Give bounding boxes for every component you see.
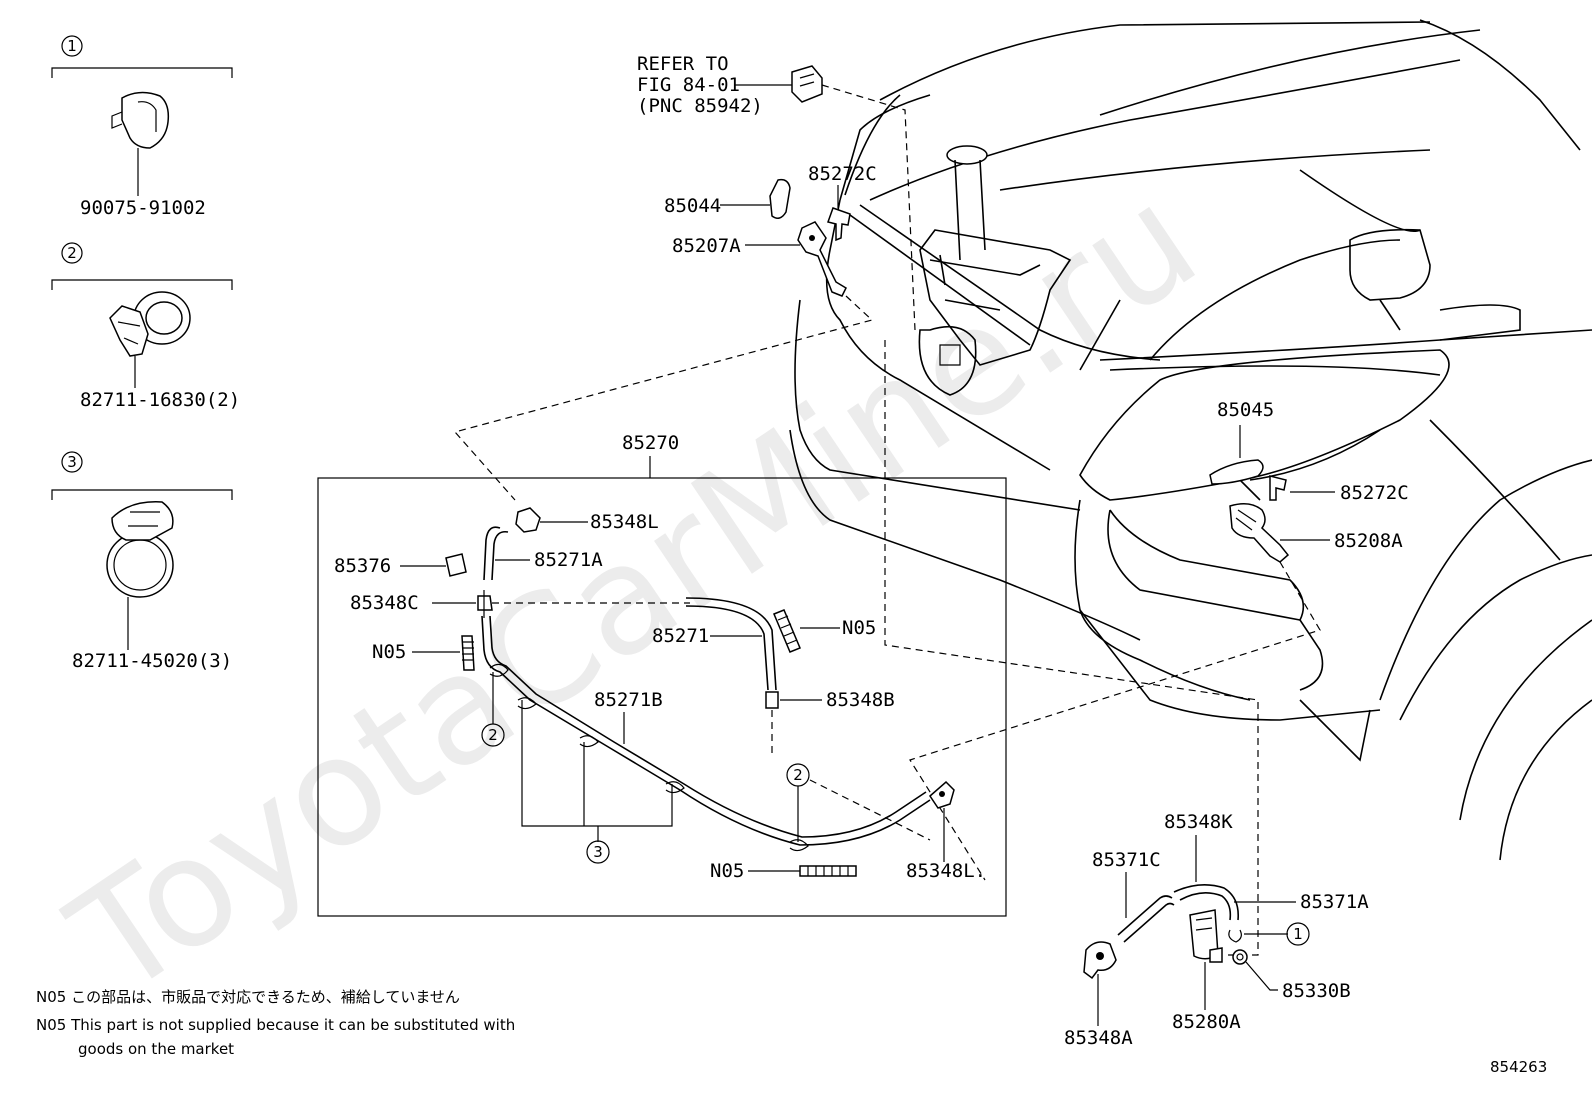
label-85044: 85044: [664, 195, 721, 217]
nozzle-parts-left: [453, 178, 874, 501]
legend-part-1: 90075-91002: [80, 197, 206, 219]
legend-index-3: 3: [67, 453, 77, 471]
reference-line2: FIG 84-01: [637, 74, 740, 96]
reference-connector: [735, 65, 916, 331]
reference-line1: REFER TO: [637, 53, 729, 75]
callout-2-left: 2: [488, 726, 498, 744]
label-85280a: 85280A: [1172, 1011, 1241, 1033]
label-85330b: 85330B: [1282, 980, 1351, 1002]
legend-item-2: 2 82711-16830(2): [51, 242, 240, 411]
label-85271a: 85271A: [534, 549, 603, 571]
label-85371a: 85371A: [1300, 891, 1369, 913]
label-85371c: 85371C: [1092, 849, 1161, 871]
note-en-line1: N05 This part is not supplied because it…: [36, 1016, 515, 1034]
label-85272c-top: 85272C: [808, 163, 877, 185]
label-85348a: 85348A: [1064, 1027, 1133, 1049]
assembly-box: [317, 477, 1007, 917]
label-85376: 85376: [334, 555, 391, 577]
label-n05-bottom: N05: [710, 860, 744, 882]
vehicle-outline: [789, 19, 1592, 861]
note-en-line2: goods on the market: [78, 1040, 234, 1058]
label-85208a: 85208A: [1334, 530, 1403, 552]
label-85271b: 85271B: [594, 689, 663, 711]
legend-index-2: 2: [67, 244, 77, 262]
reference-line3: (PNC 85942): [637, 95, 763, 117]
label-85348l-top: 85348L: [590, 511, 659, 533]
legend-index-1: 1: [67, 37, 77, 55]
callout-2-right: 2: [793, 766, 803, 784]
label-85348c: 85348C: [350, 592, 419, 614]
label-85045: 85045: [1217, 399, 1274, 421]
label-n05-left: N05: [372, 641, 406, 663]
label-85348k: 85348K: [1164, 811, 1233, 833]
watermark: ToyotaCarMine.ru: [42, 153, 1226, 1031]
legend-item-1: 1 90075-91002: [51, 35, 233, 219]
label-n05-right: N05: [842, 617, 876, 639]
label-85272c-right: 85272C: [1340, 482, 1409, 504]
figure-id: 854263: [1490, 1058, 1547, 1076]
label-85348b: 85348B: [826, 689, 895, 711]
legend-item-3: 3 82711-45020(3): [51, 451, 233, 672]
assembly-parts: [400, 507, 955, 877]
legend-part-3: 82711-45020(3): [72, 650, 232, 672]
pump-group: [1083, 835, 1296, 1026]
note-jp: N05 この部品は、市販品で対応できるため、補給していません: [36, 988, 460, 1006]
assembly-label: 85270: [622, 432, 679, 454]
label-85271: 85271: [652, 625, 709, 647]
callout-1: 1: [1293, 925, 1303, 943]
label-85348l-bottom: 85348L.: [906, 860, 986, 882]
callout-3: 3: [593, 843, 603, 861]
washer-tank: [918, 145, 1072, 396]
legend-part-2: 82711-16830(2): [80, 389, 240, 411]
label-85207a: 85207A: [672, 235, 741, 257]
